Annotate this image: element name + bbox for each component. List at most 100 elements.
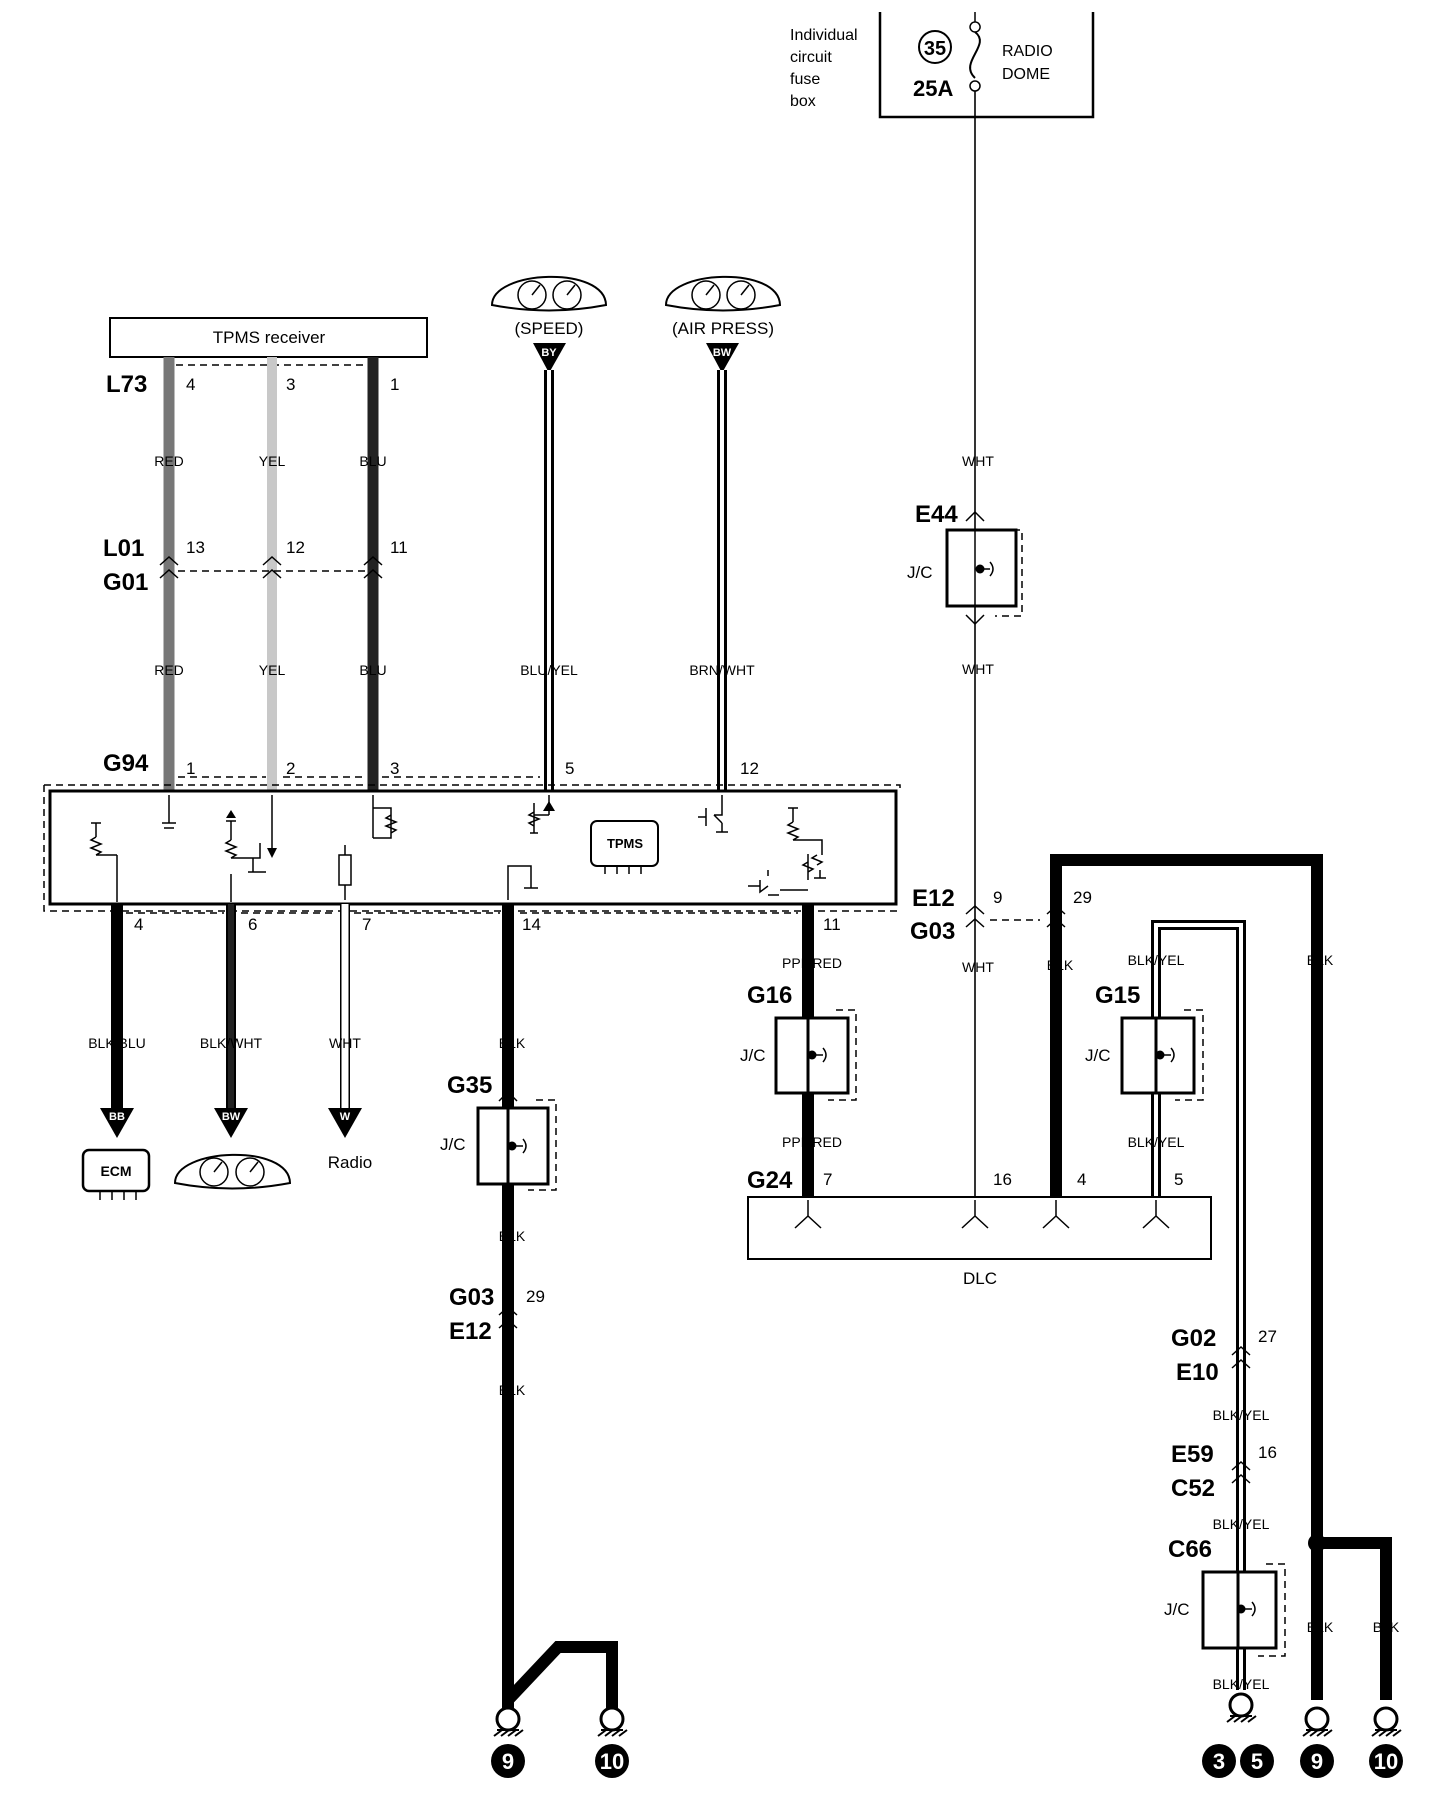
junction-c66: C66 J/C BLK/YEL	[1164, 1536, 1286, 1692]
jc-label-g35: J/C	[440, 1135, 466, 1154]
junction-shield-dashed	[1258, 1563, 1286, 1657]
e12-pin-9: 9	[993, 888, 1002, 907]
meter-speed-badge: BY	[541, 347, 557, 359]
connector-e44-label: E44	[915, 501, 958, 528]
meter-air-label: (AIR PRESS)	[672, 319, 774, 338]
wire-label-blk-2: BLK	[499, 1228, 526, 1244]
meter-speed-label: (SPEED)	[515, 319, 584, 338]
l01-pin-11: 11	[390, 538, 408, 557]
badge-w: W	[340, 1111, 351, 1123]
meter-cluster-icon	[490, 275, 608, 312]
tpms-icon-label: TPMS	[607, 836, 643, 851]
connector-mark	[965, 510, 985, 522]
connector-g24-label: G24	[747, 1167, 793, 1194]
ground-10-left: 10	[595, 1706, 629, 1778]
fuse-box-caption-4: box	[790, 93, 816, 110]
g03b-pin-29: 29	[526, 1287, 545, 1306]
meter-speed: (SPEED) BY	[490, 275, 608, 373]
fuse-top-terminal	[969, 12, 981, 33]
wire-label-blk-6: BLK	[1307, 1619, 1334, 1635]
junction-block-g15	[1120, 1016, 1196, 1095]
junction-g15: G15 J/C BLK/YEL	[1085, 982, 1204, 1150]
junction-g35: G35 J/C	[440, 1072, 557, 1191]
fuse-box-caption-1: Individual	[790, 27, 858, 44]
fuse-name-1: RADIO	[1002, 43, 1053, 60]
g94-pin-2: 2	[286, 759, 295, 778]
meter-cluster-icon	[664, 275, 782, 312]
connector-mark	[262, 555, 282, 579]
fuse-rating: 25A	[913, 76, 953, 101]
g94-pin-12: 12	[740, 759, 759, 778]
connector-c66-label: C66	[1168, 1536, 1212, 1563]
g94-pin-11: 11	[823, 915, 841, 934]
wire-blk-loop	[1050, 854, 1392, 1700]
connector-mark	[498, 1090, 518, 1102]
ground-10-right: 10	[1369, 1706, 1403, 1778]
connector-e59-label: E59	[1171, 1441, 1214, 1468]
meter-speed-badge-arrow	[533, 343, 566, 373]
connector-g02-label: G02	[1171, 1325, 1216, 1352]
wire-label-blk-yel-3: BLK/YEL	[1213, 1407, 1270, 1423]
g94-pin-4: 4	[134, 915, 143, 934]
tpms-receiver-title: TPMS receiver	[213, 328, 326, 347]
ecm-label: ECM	[100, 1163, 131, 1179]
l73-pin-4: 4	[186, 375, 195, 394]
g24-pin-4: 4	[1077, 1170, 1086, 1189]
ground-badge	[491, 1744, 525, 1778]
fuse-number: 35	[924, 38, 946, 60]
wire-label-blk-yel-5: BLK/YEL	[1213, 1676, 1270, 1692]
ground-number: 10	[600, 1749, 624, 1774]
badge-bw-arrow	[214, 1108, 248, 1138]
g24-pin-7: 7	[823, 1170, 832, 1189]
g94-pin-3: 3	[390, 759, 399, 778]
ground-number: 3	[1213, 1749, 1225, 1774]
connector-mark	[159, 555, 179, 579]
meter-air-press: (AIR PRESS) BW	[664, 275, 782, 373]
meter-air-badge-arrow	[706, 343, 739, 373]
connector-e12b-label: E12	[449, 1318, 492, 1345]
g94-pin-14: 14	[522, 915, 541, 934]
wire-label-wht-4: WHT	[962, 959, 994, 975]
ground-9-right: 9	[1300, 1706, 1334, 1778]
wire-label-blk-yel-2: BLK/YEL	[1128, 1134, 1185, 1150]
wire-label-wht-3: WHT	[329, 1035, 361, 1051]
dlc-connector: G24 7 16 4 5 DLC	[747, 1167, 1212, 1288]
g02-pin-27: 27	[1258, 1327, 1277, 1346]
ground-number: 9	[502, 1749, 514, 1774]
connector-l73-label: L73	[106, 371, 147, 398]
fuse-element-icon	[969, 31, 981, 79]
wire-label-blk-3: BLK	[499, 1382, 526, 1398]
wire-label-blk-blu: BLK/BLU	[88, 1035, 146, 1051]
g94-pin-7: 7	[362, 915, 371, 934]
l73-pin-3: 3	[286, 375, 295, 394]
meter-air-badge: BW	[713, 347, 732, 359]
ground-3-5: 3 5	[1202, 1692, 1274, 1778]
ecm-icon: ECM	[81, 1148, 151, 1200]
jc-label-g15: J/C	[1085, 1046, 1111, 1065]
junction-shield-dashed	[995, 529, 1023, 617]
wire-label-blk-wht: BLK/WHT	[200, 1035, 263, 1051]
ground-badge	[595, 1744, 629, 1778]
wire-label-blk-1: BLK	[499, 1035, 526, 1051]
ground-number: 10	[1374, 1749, 1398, 1774]
connector-mark	[1231, 1460, 1251, 1484]
junction-shield-dashed	[528, 1099, 557, 1191]
connector-l01-label: L01	[103, 535, 144, 562]
connector-g03-label: G03	[910, 918, 955, 945]
ground-number: 5	[1251, 1749, 1263, 1774]
fuse-box-caption-3: fuse	[790, 71, 820, 88]
ground-badge	[1240, 1744, 1274, 1778]
badge-bb: BB	[109, 1111, 125, 1123]
g94-pin-1: 1	[186, 759, 195, 778]
g94-pin-6: 6	[248, 915, 257, 934]
wire-label-red-1: RED	[154, 453, 184, 469]
fuse-bottom-terminal	[969, 80, 981, 92]
meter-cluster-bottom-icon	[173, 1153, 292, 1190]
junction-block-g16	[774, 1016, 850, 1095]
fuse-name-2: DOME	[1002, 66, 1050, 83]
wire-label-ppl-red-1: PPL/RED	[782, 955, 842, 971]
connector-g16-label: G16	[747, 982, 792, 1009]
l01-pin-13: 13	[186, 538, 205, 557]
junction-shield-dashed	[828, 1009, 857, 1101]
